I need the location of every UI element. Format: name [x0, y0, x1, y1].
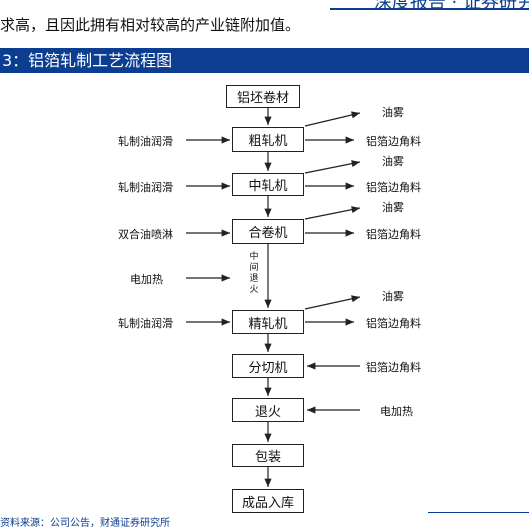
output-oil-mist: 油雾: [382, 201, 404, 214]
step-storage: 成品入库: [232, 489, 304, 513]
step-middle-rolling: 中轧机: [232, 173, 304, 196]
step-fine-rolling: 精轧机: [232, 310, 304, 334]
intermediate-annealing-label: 中间退火: [249, 252, 259, 295]
step-slitting: 分切机: [232, 354, 304, 378]
output-oil-mist: 油雾: [382, 155, 404, 168]
output-oil-mist: 油雾: [382, 106, 404, 119]
body-text: 求高，且因此拥有相对较高的产业链附加值。: [0, 16, 301, 34]
output-scrap: 铝箔边角料: [366, 228, 421, 241]
output-scrap: 铝箔边角料: [366, 317, 421, 330]
header-rule: [330, 8, 529, 10]
step-packaging: 包装: [232, 444, 304, 467]
step-coarse-rolling: 粗轧机: [232, 127, 304, 152]
input-label: 电加热: [130, 273, 163, 286]
input-label: 双合油喷淋: [118, 228, 173, 241]
input-label: 轧制油润滑: [118, 181, 173, 194]
anneal-heat-label: 电加热: [380, 405, 413, 418]
input-label: 轧制油润滑: [118, 135, 173, 148]
figure-title: 3：铝箔轧制工艺流程图: [0, 48, 529, 73]
step-annealing: 退火: [232, 398, 304, 422]
step-aluminum-coil: 铝坯卷材: [226, 85, 300, 108]
step-combine: 合卷机: [232, 219, 304, 244]
source-note: 资料来源：公司公告，财通证券研究所: [0, 518, 170, 529]
footer-rule: [428, 512, 529, 513]
output-scrap: 铝箔边角料: [366, 181, 421, 194]
input-label: 轧制油润滑: [118, 317, 173, 330]
output-scrap: 铝箔边角料: [366, 135, 421, 148]
cutter-scrap-label: 铝箔边角料: [366, 361, 421, 374]
output-oil-mist: 油雾: [382, 290, 404, 303]
